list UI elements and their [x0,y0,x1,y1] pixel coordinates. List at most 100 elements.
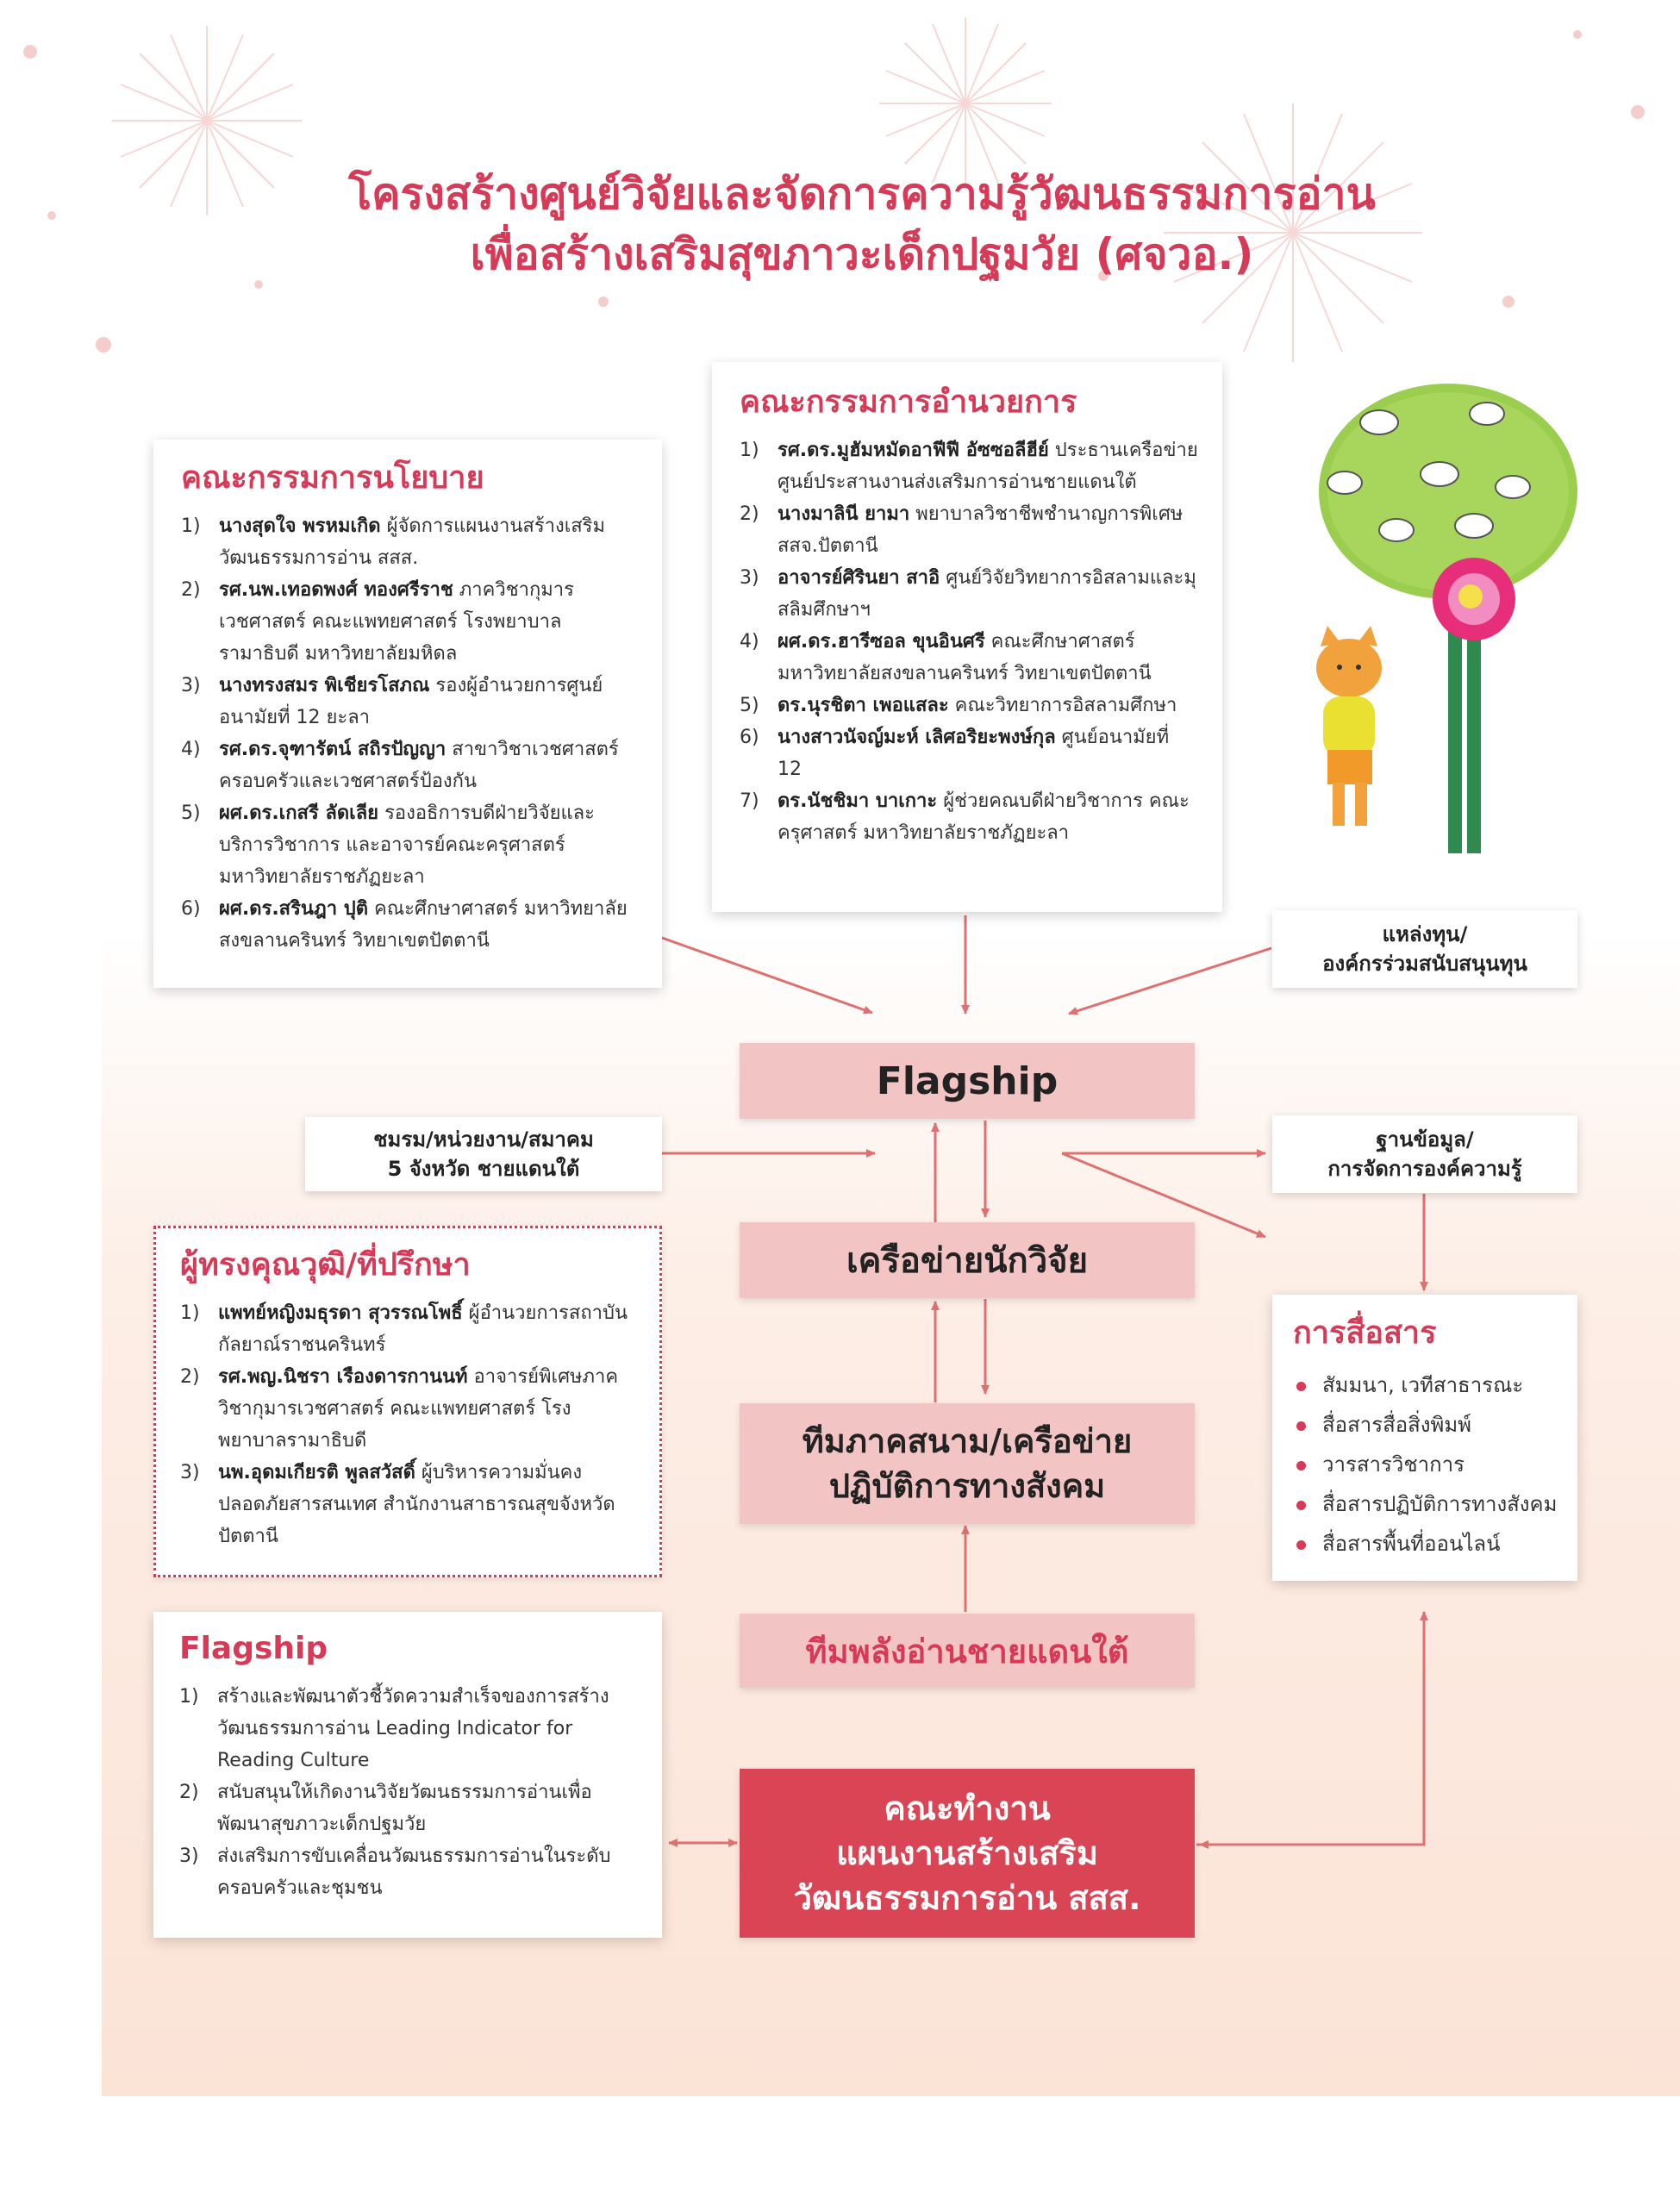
item-description: ส่งเสริมการขับเคลื่อนวัฒนธรรมการอ่านในระ… [217,1845,611,1899]
flagship-node-label: Flagship [877,1059,1058,1103]
arrow-funding-to-flagship [1069,948,1271,1014]
list-item: 6)ผศ.ดร.สรินฎา ปุติ คณะศึกษาศาสตร์ มหาวิ… [181,893,638,957]
database-line-2: การจัดการองค์ความรู้ [1327,1154,1521,1183]
executive-committee-list: 1)รศ.ดร.มูฮัมหมัดอาฟีฟี อัซซอลีฮีย์ ประธ… [740,434,1198,849]
list-item: 4)ผศ.ดร.ฮารีซอล ขุนอินศรี คณะศึกษาศาสตร์… [740,626,1198,690]
communication-item: วารสารวิชาการ [1293,1445,1560,1484]
item-number: 4) [181,734,201,765]
item-number: 1) [180,1297,200,1329]
flagship-card-list: 1) สร้างและพัฒนาตัวชี้วัดความสำเร็จของการ… [179,1681,638,1904]
list-item: 6)นางสาวนัจญ์มะห์ เลิศอริยะพงษ์กุล ศูนย์… [740,721,1198,785]
list-item: 2)รศ.พญ.นิชรา เรืองดารกานนท์ อาจารย์พิเศ… [180,1361,637,1457]
arrow-policy-to-flagship [662,938,872,1013]
item-number: 6) [181,893,201,925]
list-item: 3)นพ.อุดมเกียรติ พูลสวัสดิ์ ผู้บริหารควา… [180,1457,637,1552]
item-number: 2) [180,1361,200,1393]
item-name: นางสาวนัจญ์มะห์ เลิศอริยะพงษ์กุล [778,727,1056,748]
list-item: 3) ส่งเสริมการขับเคลื่อนวัฒนธรรมการอ่านใน… [179,1840,638,1904]
policy-committee-card: คณะกรรมการนโยบาย 1)นางสุดใจ พรหมเกิด ผู้… [153,440,662,988]
item-number: 4) [740,626,759,658]
item-name: ผศ.ดร.ฮารีซอล ขุนอินศรี [778,631,985,653]
item-number: 5) [740,690,759,721]
advisors-card: ผู้ทรงคุณวุฒิ/ที่ปรึกษา 1) แพทย์หญิงมธุรด… [153,1226,662,1577]
item-name: รศ.พญ.นิชรา เรืองดารกานนท์ [218,1366,468,1388]
communication-item: สื่อสารสื่อสิ่งพิมพ์ [1293,1405,1560,1445]
list-item: 3)นางทรงสมร พิเชียรโสภณ รองผู้อำนวยการศู… [181,670,638,734]
item-number: 5) [181,797,201,829]
item-number: 6) [740,721,759,753]
researchers-node: เครือข่ายนักวิจัย [740,1222,1195,1298]
list-item: 1)นางสุดใจ พรหมเกิด ผู้จัดการแผนงานสร้าง… [181,510,638,574]
communication-heading: การสื่อสาร [1293,1314,1560,1353]
communication-item: สื่อสารปฏิบัติการทางสังคม [1293,1484,1560,1524]
item-description: สนับสนุนให้เกิดงานวิจัยวัฒนธรรมการอ่านเพ… [217,1782,592,1835]
database-card: ฐานข้อมูล/ การจัดการองค์ความรู้ [1272,1115,1577,1193]
funding-line-2: องค์กรร่วมสนับสนุนทุน [1322,949,1527,978]
policy-committee-heading: คณะกรรมการนโยบาย [181,459,638,498]
item-name: รศ.นพ.เทอดพงศ์ ทองศรีราช [219,579,453,601]
item-name: ผศ.ดร.เกสรี ลัดเลีย [219,802,378,824]
reading-team-label: ทีมพลังอ่านชายแดนใต้ [806,1625,1129,1677]
item-name: นางสุดใจ พรหมเกิด [219,515,381,537]
item-number: 3) [179,1840,199,1872]
item-description: สร้างและพัฒนาตัวชี้วัดความสำเร็จของการสร… [217,1686,609,1771]
list-item: 3)อาจารย์ศิรินยา สาอิ ศูนย์วิจัยวิทยาการ… [740,562,1198,626]
list-item: 5) ดร.นุรชิตา เพอแสละ คณะวิทยาการอิสลามศึ… [740,690,1198,721]
communication-item: สัมมนา, เวทีสาธารณะ [1293,1365,1560,1405]
item-number: 1) [179,1681,199,1713]
list-item: 7)ดร.นัชชิมา บาเกาะ ผู้ช่วยคณบดีฝ่ายวิชา… [740,785,1198,849]
flagship-node: Flagship [740,1043,1195,1119]
clubs-card: ชมรม/หน่วยงาน/สมาคม 5 จังหวัด ชายแดนใต้ [305,1117,662,1191]
communication-item: สื่อสารพื้นที่ออนไลน์ [1293,1524,1560,1564]
item-number: 2) [740,498,759,530]
list-item: 1) สร้างและพัฒนาตัวชี้วัดความสำเร็จของการ… [179,1681,638,1777]
item-name: รศ.ดร.มูฮัมหมัดอาฟีฟี อัซซอลีฮีย์ [778,440,1049,461]
list-item: 4)รศ.ดร.จุฑารัตน์ สถิรปัญญา สาขาวิชาเวชศ… [181,734,638,797]
communication-list: สัมมนา, เวทีสาธารณะสื่อสารสื่อสิ่งพิมพ์ว… [1293,1365,1560,1564]
database-line-1: ฐานข้อมูล/ [1376,1125,1473,1154]
arrow-working-to-communication [1196,1612,1424,1845]
item-name: ดร.นุรชิตา เพอแสละ [778,695,949,716]
item-number: 1) [740,434,759,466]
item-number: 7) [740,785,759,817]
working-group-node: คณะทำงาน แผนงานสร้างเสริม วัฒนธรรมการอ่า… [740,1769,1195,1938]
policy-committee-list: 1)นางสุดใจ พรหมเกิด ผู้จัดการแผนงานสร้าง… [181,510,638,957]
field-team-line-1: ทีมภาคสนาม/เครือข่าย [803,1419,1133,1464]
item-name: ผศ.ดร.สรินฎา ปุติ [219,898,368,920]
list-item: 1)รศ.ดร.มูฮัมหมัดอาฟีฟี อัซซอลีฮีย์ ประธ… [740,434,1198,498]
field-team-line-2: ปฏิบัติการทางสังคม [829,1464,1105,1508]
item-name: นางทรงสมร พิเชียรโสภณ [219,675,429,696]
item-name: แพทย์หญิงมธุรดา สุวรรณโพธิ์ [218,1302,463,1324]
executive-committee-card: คณะกรรมการอำนวยการ 1) รศ.ดร.มูฮัมหมัดอาฟี… [712,362,1222,912]
reading-team-node: ทีมพลังอ่านชายแดนใต้ [740,1614,1195,1688]
item-name: อาจารย์ศิรินยา สาอิ [778,567,940,589]
communication-card: การสื่อสาร สัมมนา, เวทีสาธารณะสื่อสารสื่… [1272,1295,1577,1581]
advisors-list: 1)แพทย์หญิงมธุรดา สุวรรณโพธิ์ ผู้อำนวยกา… [180,1297,637,1552]
working-group-line-1: คณะทำงาน [884,1786,1050,1831]
researchers-node-label: เครือข่ายนักวิจัย [846,1233,1088,1288]
working-group-line-3: วัฒนธรรมการอ่าน สสส. [794,1876,1141,1920]
item-number: 3) [180,1457,200,1489]
item-name: นพ.อุดมเกียรติ พูลสวัสดิ์ [218,1462,415,1483]
funding-line-1: แหล่งทุน/ [1383,920,1468,949]
item-number: 1) [181,510,201,542]
item-name: นางมาลินี ยามา [778,503,909,525]
clubs-line-1: ชมรม/หน่วยงาน/สมาคม [373,1125,594,1154]
list-item: 2)รศ.นพ.เทอดพงศ์ ทองศรีราช ภาควิชากุมารเ… [181,574,638,670]
working-group-line-2: แผนงานสร้างเสริม [836,1831,1098,1876]
list-item: 2)นางมาลินี ยามา พยาบาลวิชาชีพชำนาญการพิ… [740,498,1198,562]
list-item: 1)แพทย์หญิงมธุรดา สุวรรณโพธิ์ ผู้อำนวยกา… [180,1297,637,1361]
flagship-card: Flagship 1) สร้างและพัฒนาตัวชี้วัดความสำเ… [153,1612,662,1938]
advisors-heading: ผู้ทรงคุณวุฒิ/ที่ปรึกษา [180,1246,637,1285]
clubs-line-2: 5 จังหวัด ชายแดนใต้ [388,1154,580,1183]
item-number: 2) [179,1777,199,1808]
list-item: 2) สนับสนุนให้เกิดงานวิจัยวัฒนธรรมการอ่าน… [179,1777,638,1840]
item-number: 3) [740,562,759,594]
funding-card: แหล่งทุน/ องค์กรร่วมสนับสนุนทุน [1272,910,1577,988]
flagship-card-heading: Flagship [179,1629,638,1669]
item-name: รศ.ดร.จุฑารัตน์ สถิรปัญญา [219,739,446,760]
item-description: คณะวิทยาการอิสลามศึกษา [949,695,1177,716]
executive-committee-heading: คณะกรรมการอำนวยการ [740,383,1198,422]
field-team-node: ทีมภาคสนาม/เครือข่าย ปฏิบัติการทางสังคม [740,1403,1195,1524]
item-number: 2) [181,574,201,606]
